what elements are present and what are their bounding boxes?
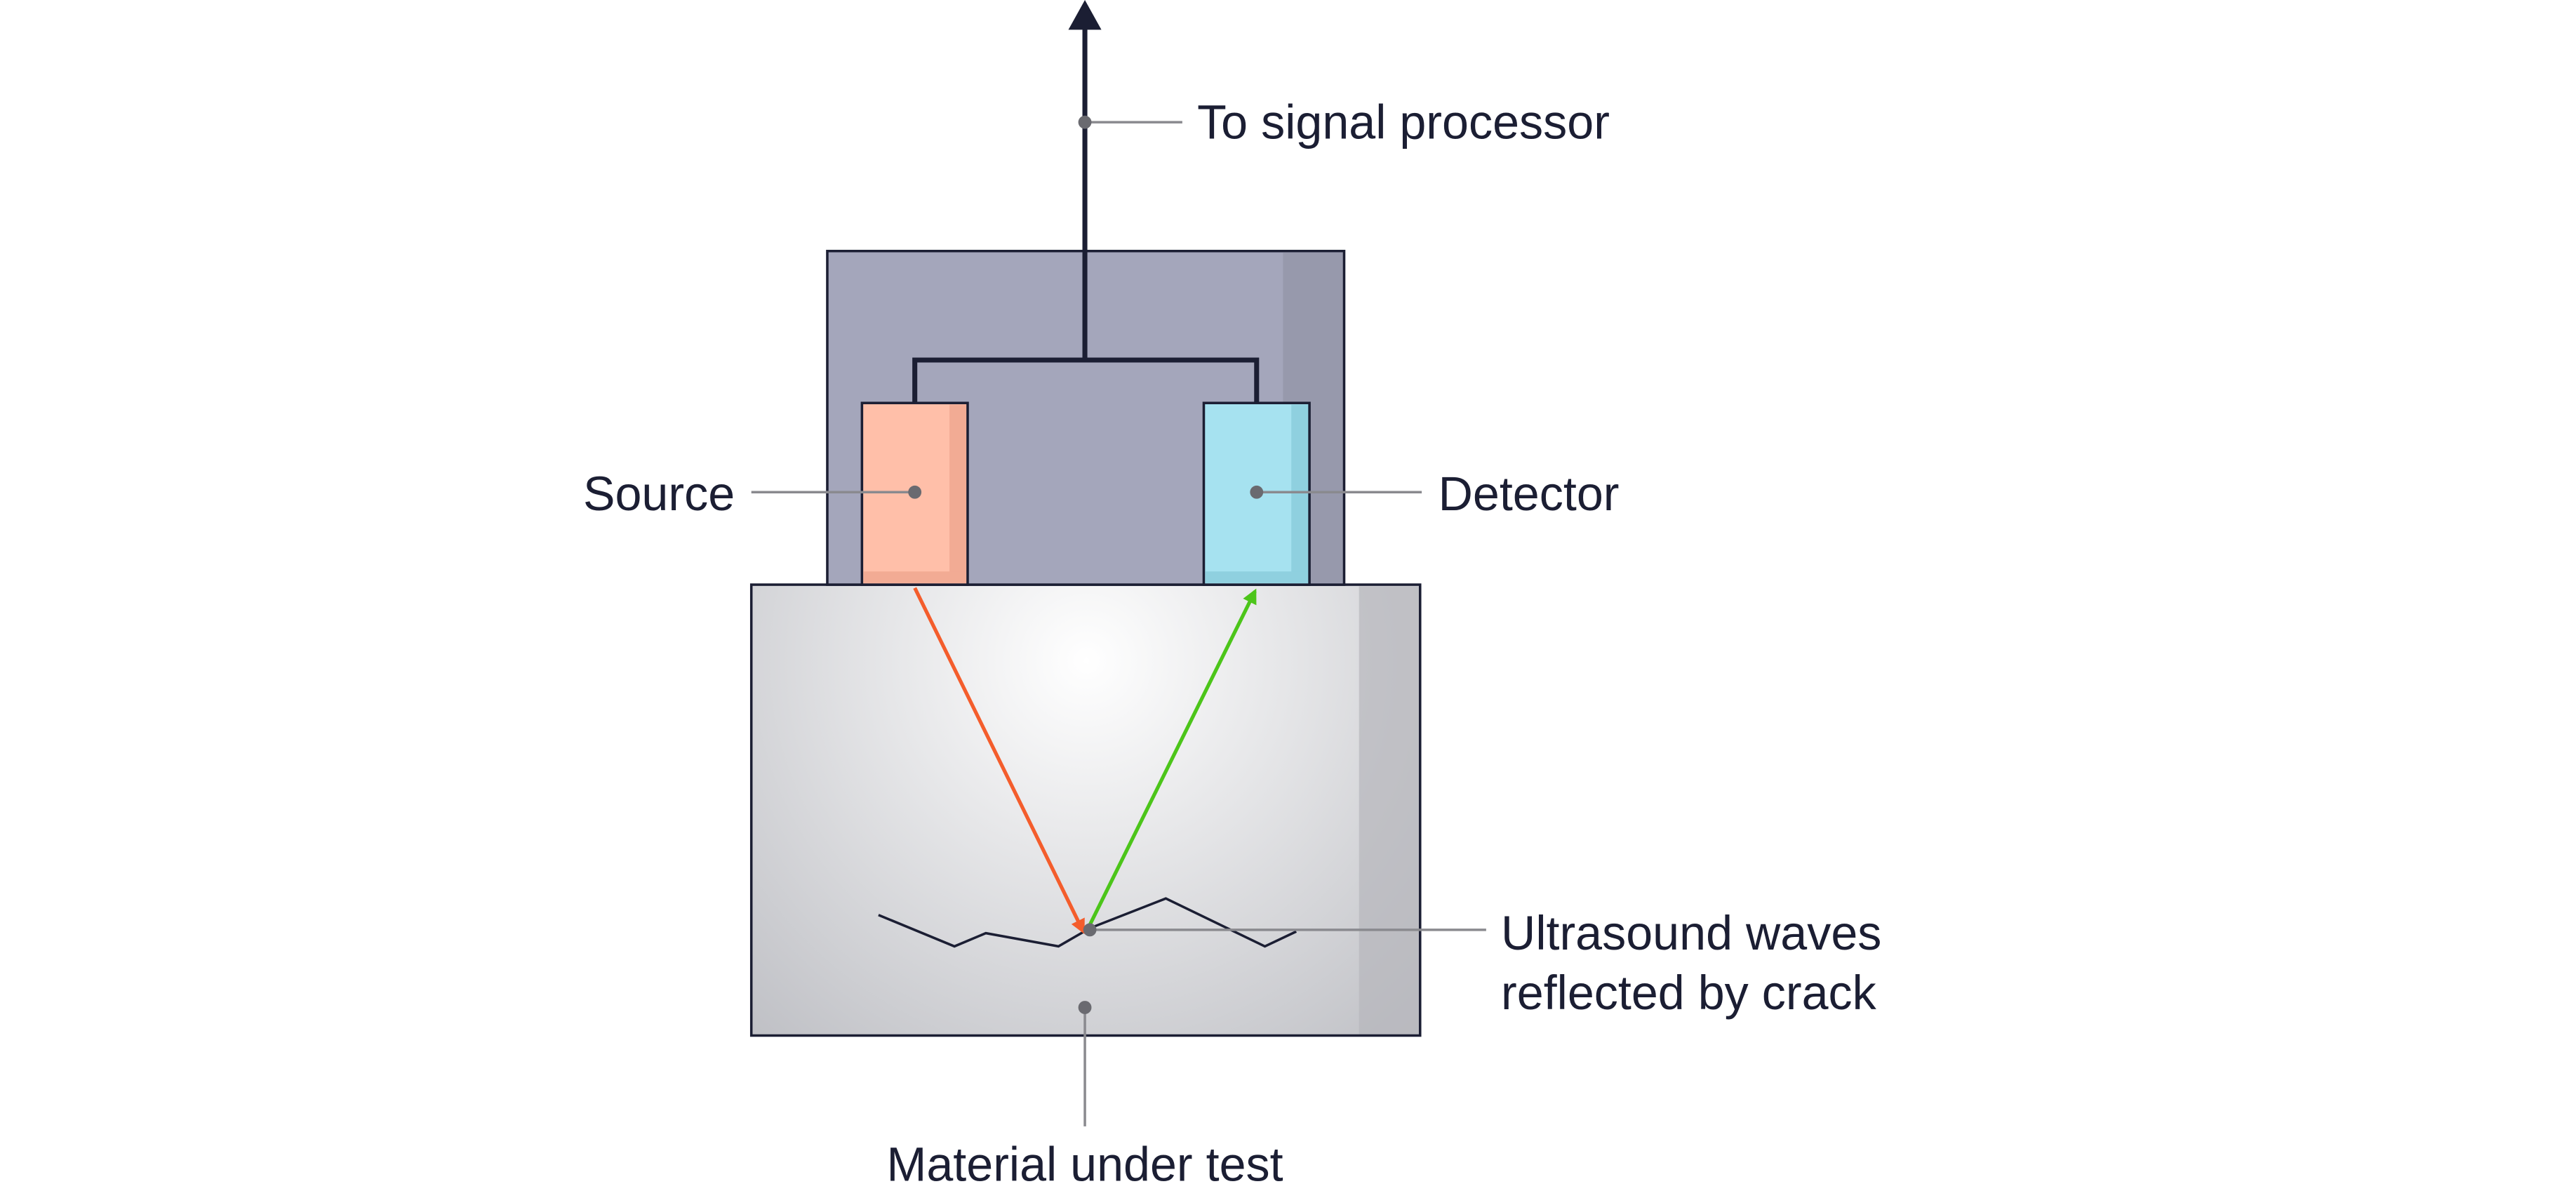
detector-bottom-shade <box>1205 571 1310 583</box>
material-block <box>749 583 1422 1037</box>
dot-source <box>908 485 922 499</box>
label-material-under-test: Material under test <box>887 1138 1283 1187</box>
material-side-shade <box>1359 586 1420 1036</box>
arrowhead-up-icon <box>1068 0 1102 30</box>
source-outline <box>860 401 969 586</box>
dot-signal-processor <box>1078 115 1092 129</box>
dot-material <box>1078 1001 1092 1014</box>
leader-dots <box>908 115 1264 1014</box>
detector-side-shade <box>1291 404 1310 583</box>
reflected-wave-arrow <box>1085 588 1257 933</box>
label-reflected-line1: Ultrasound waves <box>1501 907 1881 960</box>
labels: To signal processor Source Detector Ultr… <box>583 96 1881 1191</box>
dot-crack <box>1083 923 1097 937</box>
label-detector: Detector <box>1439 467 1620 521</box>
source-bottom-shade <box>863 571 968 583</box>
leader-lines <box>751 121 1486 1126</box>
dot-detector <box>1250 485 1264 499</box>
signal-wiring <box>912 26 1260 404</box>
incident-wave-arrow <box>913 587 1086 935</box>
label-source: Source <box>583 467 735 521</box>
source-side-shade <box>949 404 968 583</box>
label-to-signal-processor: To signal processor <box>1197 96 1610 149</box>
detector-outline <box>1202 401 1311 586</box>
material-body <box>751 585 1420 1036</box>
crack-line <box>878 897 1297 948</box>
label-reflected-line2: reflected by crack <box>1501 966 1877 1020</box>
